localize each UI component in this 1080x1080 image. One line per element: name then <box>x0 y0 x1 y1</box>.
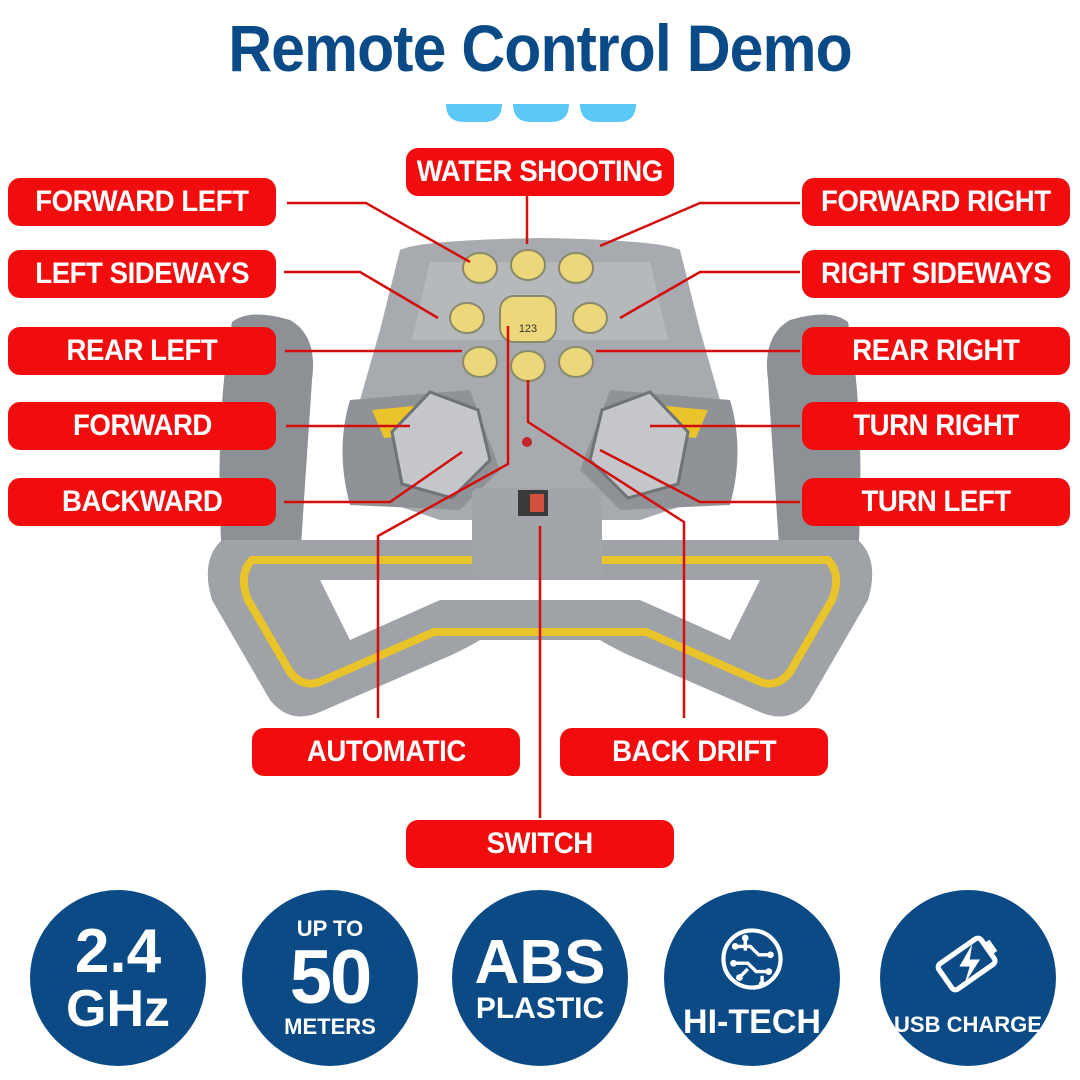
label-turn-right: TURN RIGHT <box>802 402 1070 450</box>
material-unit: PLASTIC <box>475 992 605 1025</box>
frequency-unit: GHz <box>66 980 170 1038</box>
wave-decoration-icon <box>446 104 636 122</box>
range-prefix: UP TO <box>296 916 364 941</box>
label-automatic: AUTOMATIC <box>252 728 520 776</box>
range-unit: METERS <box>284 1014 376 1039</box>
label-turn-left: TURN LEFT <box>802 478 1070 526</box>
label-rear-right: REAR RIGHT <box>802 327 1070 375</box>
hi-tech-label: HI-TECH <box>683 1003 821 1041</box>
label-forward-right: FORWARD RIGHT <box>802 178 1070 226</box>
label-rear-left: REAR LEFT <box>8 327 276 375</box>
page-title: Remote Control Demo <box>228 11 852 85</box>
badge-material: ABS PLASTIC <box>452 890 628 1066</box>
label-water-shooting: WATER SHOOTING <box>406 148 674 196</box>
usb-charge-label: USB CHARGE <box>894 1012 1042 1037</box>
range-value: 50 <box>289 935 373 1020</box>
label-forward: FORWARD <box>8 402 276 450</box>
badge-frequency: 2.4 GHz <box>30 890 206 1066</box>
label-backward: BACKWARD <box>8 478 276 526</box>
svg-text:123: 123 <box>519 323 537 335</box>
circuit-brain-icon <box>721 928 783 990</box>
label-left-sideways: LEFT SIDEWAYS <box>8 250 276 298</box>
badge-usb-charge: USB CHARGE <box>880 890 1056 1066</box>
badge-range: UP TO 50 METERS <box>242 890 418 1066</box>
label-switch: SWITCH <box>406 820 674 868</box>
material-value: ABS <box>474 928 606 997</box>
label-forward-left: FORWARD LEFT <box>8 178 276 226</box>
badge-hi-tech: HI-TECH <box>664 890 840 1066</box>
battery-charge-icon <box>935 935 998 993</box>
frequency-value: 2.4 <box>74 917 162 986</box>
label-back-drift: BACK DRIFT <box>560 728 828 776</box>
label-right-sideways: RIGHT SIDEWAYS <box>802 250 1070 298</box>
